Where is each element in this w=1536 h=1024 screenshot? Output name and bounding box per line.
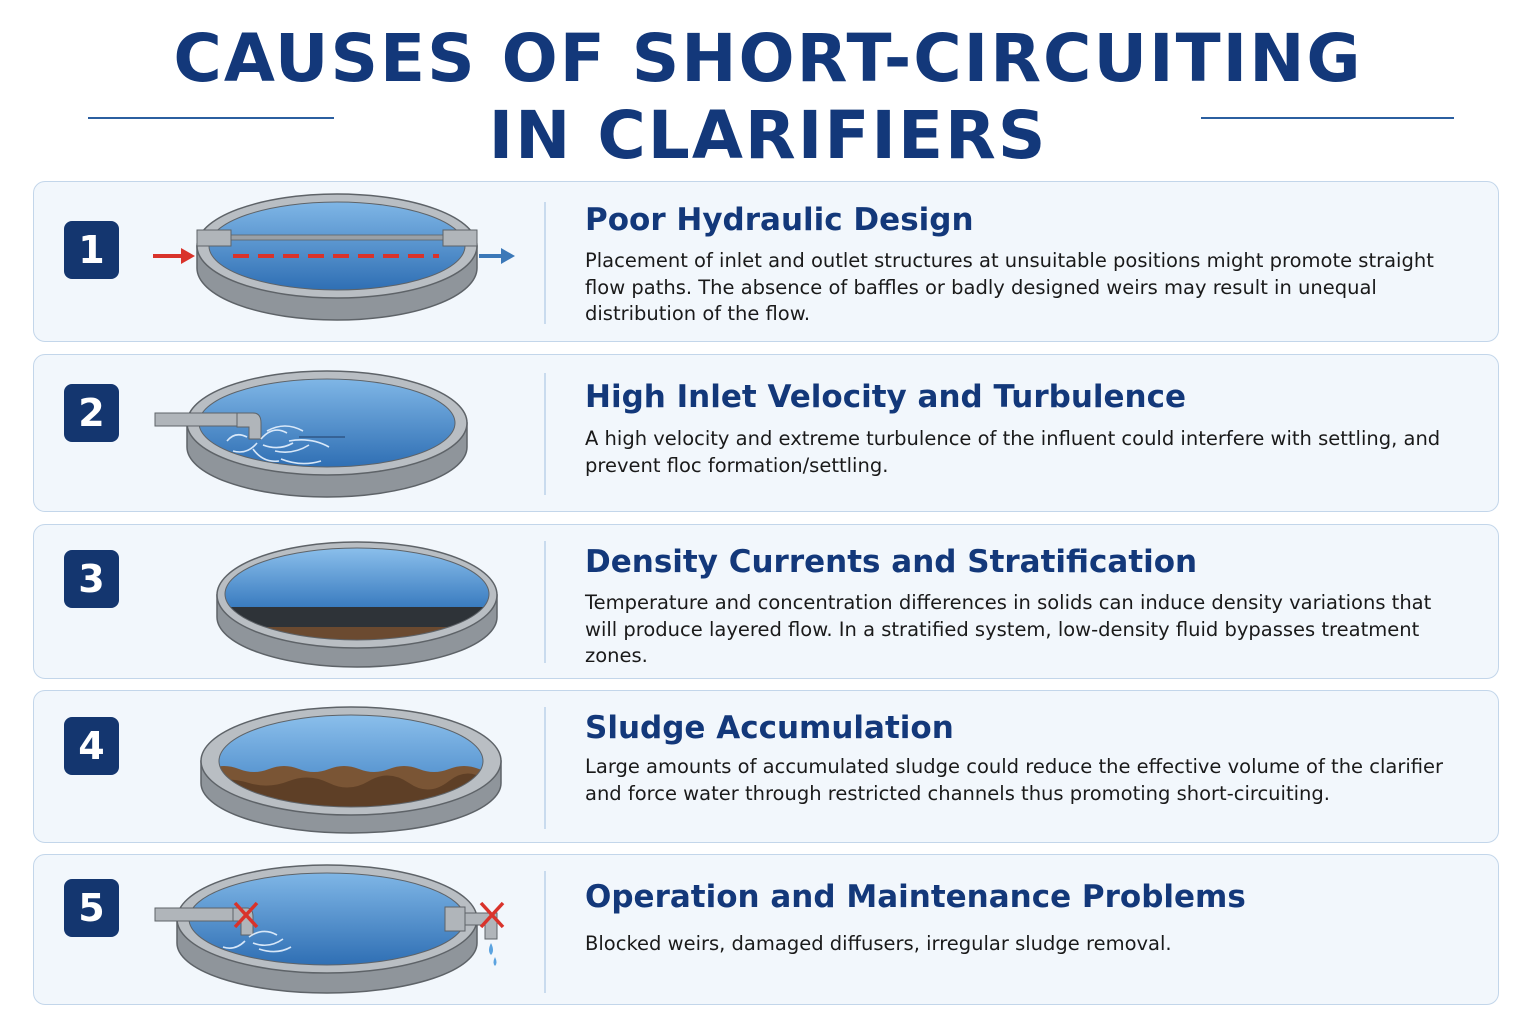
card-divider (544, 202, 546, 324)
cause-description: A high velocity and extreme turbulence o… (585, 427, 1441, 477)
cause-description: Blocked weirs, damaged diffusers, irregu… (585, 932, 1172, 955)
page-title-line-1: CAUSES OF SHORT-CIRCUITING (173, 20, 1363, 97)
cause-description: Temperature and concentration difference… (585, 591, 1432, 667)
cause-title: Poor Hydraulic Design (585, 202, 974, 238)
cause-number-badge: 5 (64, 879, 119, 937)
card-divider (544, 541, 546, 663)
card-divider (544, 871, 546, 993)
cause-card-5: 5 (33, 854, 1499, 1005)
cause-title: Density Currents and Stratification (585, 544, 1198, 580)
clarifier-maintenance-failure-icon (149, 857, 519, 1002)
clarifier-turbulent-inlet-icon (149, 361, 519, 506)
clarifier-stratified-layers-icon (149, 529, 519, 674)
cause-title: Sludge Accumulation (585, 710, 954, 746)
title-rule-right (1201, 117, 1454, 119)
card-divider (544, 707, 546, 829)
cause-card-2: 2 (33, 354, 1499, 512)
clarifier-straight-flow-path-icon (149, 190, 519, 335)
cause-title: Operation and Maintenance Problems (585, 879, 1246, 915)
cause-description: Placement of inlet and outlet structures… (585, 249, 1434, 325)
card-divider (544, 373, 546, 495)
title-rule-left (88, 117, 334, 119)
cause-number-badge: 3 (64, 550, 119, 608)
cause-number-badge: 4 (64, 717, 119, 775)
page-title-line-2: IN CLARIFIERS (488, 97, 1048, 174)
cause-title: High Inlet Velocity and Turbulence (585, 379, 1187, 415)
clarifier-sludge-accumulation-icon (149, 695, 519, 840)
cause-description: Large amounts of accumulated sludge coul… (585, 755, 1444, 805)
cause-card-4: 4 Sludge Accumulation Large amounts of a… (33, 690, 1499, 843)
cause-card-1: 1 Poor Hydraulic Design Placement of inl… (33, 181, 1499, 342)
cause-card-3: 3 Density Currents and Stratification Te… (33, 524, 1499, 679)
cause-number-badge: 2 (64, 384, 119, 442)
cause-number-badge: 1 (64, 221, 119, 279)
